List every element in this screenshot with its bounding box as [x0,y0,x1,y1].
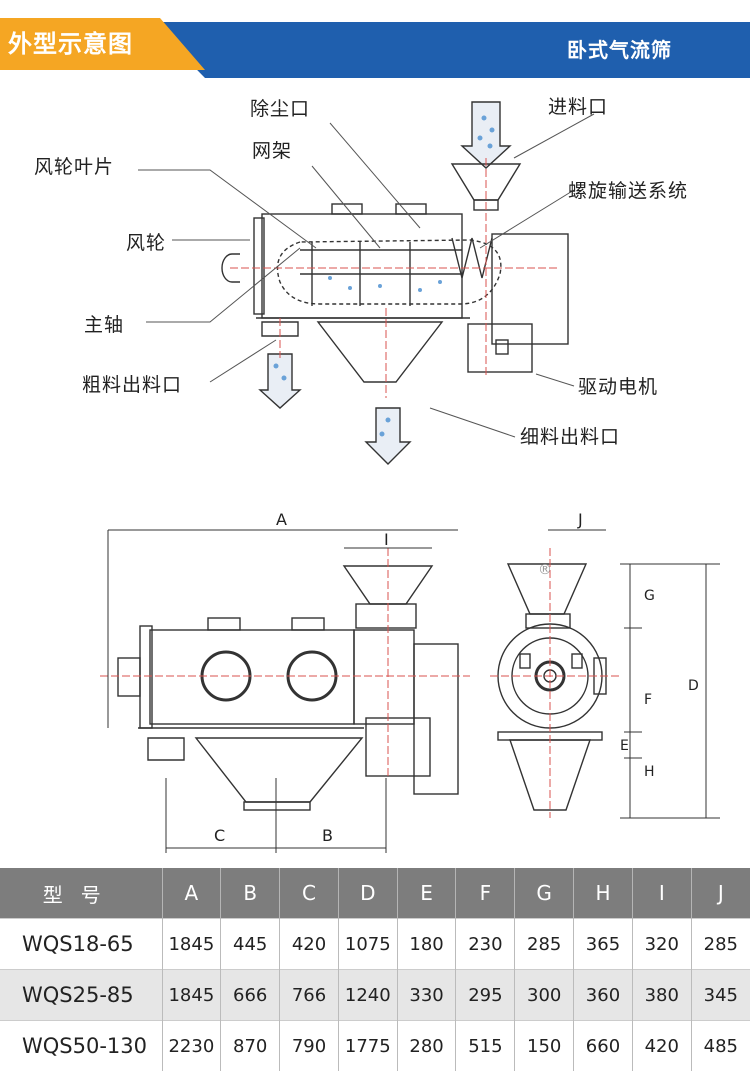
table-cell: 150 [515,1021,574,1071]
coarse-arrow-icon [260,354,300,408]
table-cell: 870 [221,1021,280,1071]
label-feed-inlet: 进料口 [548,92,608,119]
dim-d: D [688,678,700,694]
table-cell: 300 [515,970,574,1021]
fine-arrow-icon [366,408,410,464]
elev-end-cap [118,658,140,696]
section-title: 外型示意图 [8,24,133,59]
table-cell: 285 [691,919,750,970]
table-cell: 1240 [338,970,397,1021]
dim-h: H [644,764,656,780]
table-cell: 330 [397,970,456,1021]
label-impeller-blade: 风轮叶片 [34,152,114,179]
main-housing [262,214,462,318]
label-main-shaft: 主轴 [84,310,124,337]
table-cell: 295 [456,970,515,1021]
spec-header-a: A [162,868,221,919]
table-cell: 320 [632,919,691,970]
spec-header-j: J [691,868,750,919]
table-cell: WQS50-130 [0,1021,162,1071]
table-cell: 1845 [162,970,221,1021]
registered-mark: ® [538,562,552,578]
spec-header-c: C [280,868,339,919]
spec-header-i: I [632,868,691,919]
spec-header-h: H [574,868,633,919]
table-row: WQS25-85 1845 666 766 1240 330 295 300 3… [0,970,750,1021]
spec-header-f: F [456,868,515,919]
label-coarse-outlet: 粗料出料口 [82,370,182,397]
label-dust-outlet: 除尘口 [250,94,310,121]
table-cell: 420 [280,919,339,970]
table-cell: 445 [221,919,280,970]
dim-j: J [578,510,584,529]
label-drive-motor: 驱动电机 [578,372,658,399]
product-title: 卧式气流筛 [567,34,672,63]
elev-fine-hopper [196,738,362,802]
table-cell: 365 [574,919,633,970]
spec-table: 型号 A B C D E F G H I J WQS18-65 1845 445… [0,868,750,1071]
table-cell: 285 [515,919,574,970]
spec-header-d: D [338,868,397,919]
table-cell: 230 [456,919,515,970]
table-row: WQS50-130 2230 870 790 1775 280 515 150 … [0,1021,750,1071]
table-cell: 766 [280,970,339,1021]
table-cell: 180 [397,919,456,970]
dim-e: E [620,738,630,754]
table-cell: 1075 [338,919,397,970]
table-cell: 280 [397,1021,456,1071]
header-banner: 外型示意图 卧式气流筛 [0,0,750,78]
dim-i: I [384,530,390,549]
table-cell: 380 [632,970,691,1021]
label-impeller: 风轮 [126,228,166,255]
table-cell: 1775 [338,1021,397,1071]
fine-outlet-hopper [318,322,442,382]
elev-motor [366,718,430,776]
label-fine-outlet: 细料出料口 [520,422,620,449]
table-cell: 345 [691,970,750,1021]
dim-b: B [322,826,334,845]
leader-lines [138,114,594,437]
front-elevation [118,566,458,810]
spec-header-row: 型号 A B C D E F G H I J [0,868,750,919]
elev-housing [150,630,354,724]
table-cell: WQS25-85 [0,970,162,1021]
table-row: WQS18-65 1845 445 420 1075 180 230 285 3… [0,919,750,970]
label-screw-conveyor: 螺旋输送系统 [568,176,688,203]
dust-port-1 [332,204,362,214]
label-net-frame: 网架 [252,136,292,163]
table-cell: 1845 [162,919,221,970]
table-cell: WQS18-65 [0,919,162,970]
spec-header-b: B [221,868,280,919]
table-cell: 666 [221,970,280,1021]
spec-header-g: G [515,868,574,919]
table-cell: 485 [691,1021,750,1071]
drive-housing [492,234,568,344]
side-elevation [498,564,606,810]
elev-drive [414,644,458,794]
dim-a: A [276,510,288,529]
table-cell: 420 [632,1021,691,1071]
dim-g: G [644,588,656,604]
table-cell: 360 [574,970,633,1021]
machine-drawing: 除尘口 进料口 网架 风轮叶片 螺旋输送系统 风轮 主轴 粗料出料口 驱动电机 … [0,78,750,868]
motor-box [468,324,532,372]
table-cell: 2230 [162,1021,221,1071]
dim-c: C [214,826,226,845]
table-cell: 790 [280,1021,339,1071]
table-cell: 660 [574,1021,633,1071]
spec-header-model: 型号 [0,868,162,919]
table-cell: 515 [456,1021,515,1071]
dim-f: F [644,692,653,708]
spec-header-e: E [397,868,456,919]
